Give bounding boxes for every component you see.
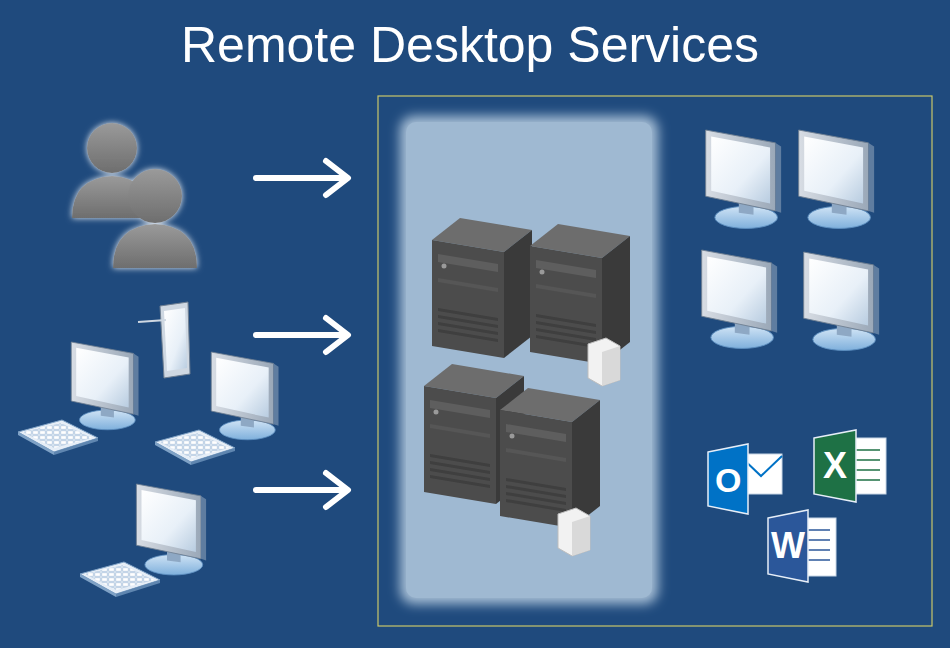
servers — [424, 218, 630, 556]
word-icon — [768, 510, 836, 582]
users-icon — [72, 123, 197, 268]
server-panel — [400, 116, 658, 604]
excel-icon — [814, 430, 886, 502]
outlook-letter: O — [715, 463, 741, 497]
outlook-icon — [708, 444, 782, 514]
server-panel-core — [406, 122, 652, 598]
excel-letter: X — [823, 448, 847, 484]
client-devices — [18, 302, 279, 597]
service-boundary — [378, 96, 932, 626]
virtual-desktops — [702, 130, 879, 350]
word-letter: W — [771, 528, 805, 564]
title: Remote Desktop Services — [181, 20, 759, 70]
arrows — [256, 161, 348, 507]
